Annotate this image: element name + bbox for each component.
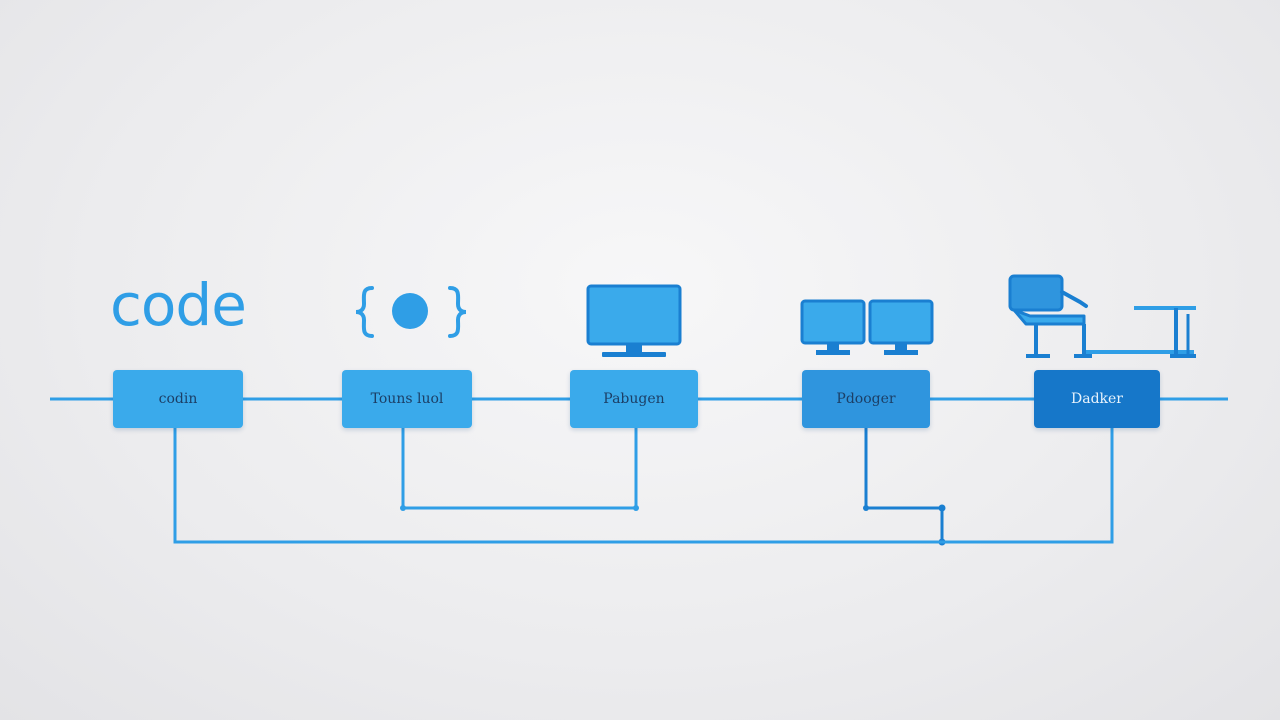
code-heading: code (110, 271, 247, 339)
stage-box-pdooger[interactable]: Pdooger (802, 370, 930, 428)
monitor-icon (586, 284, 682, 360)
connector-joint (938, 504, 946, 512)
connector-codin-to-dadker (173, 428, 1114, 544)
stage-label: codin (158, 391, 198, 407)
stage-box-dadker[interactable]: Dadker (1034, 370, 1160, 428)
connector-joint (633, 505, 639, 511)
desk-chair-icon (1006, 272, 1202, 364)
connector-touns-to-pabugen (401, 428, 638, 510)
dual-monitor-icon (800, 298, 936, 360)
stage-label: Touns luol (370, 391, 444, 407)
connector-joint (863, 505, 869, 511)
stage-label: Pdooger (836, 391, 896, 407)
connector-pdooger-branch (864, 428, 944, 542)
stage-box-codin[interactable]: codin (113, 370, 243, 428)
braces-dot-icon (352, 284, 470, 340)
stage-label: Pabugen (603, 391, 665, 407)
connector-joint (400, 505, 406, 511)
stage-label: Dadker (1071, 391, 1123, 407)
stage-box-pabugen[interactable]: Pabugen (570, 370, 698, 428)
stage-box-touns-luol[interactable]: Touns luol (342, 370, 472, 428)
